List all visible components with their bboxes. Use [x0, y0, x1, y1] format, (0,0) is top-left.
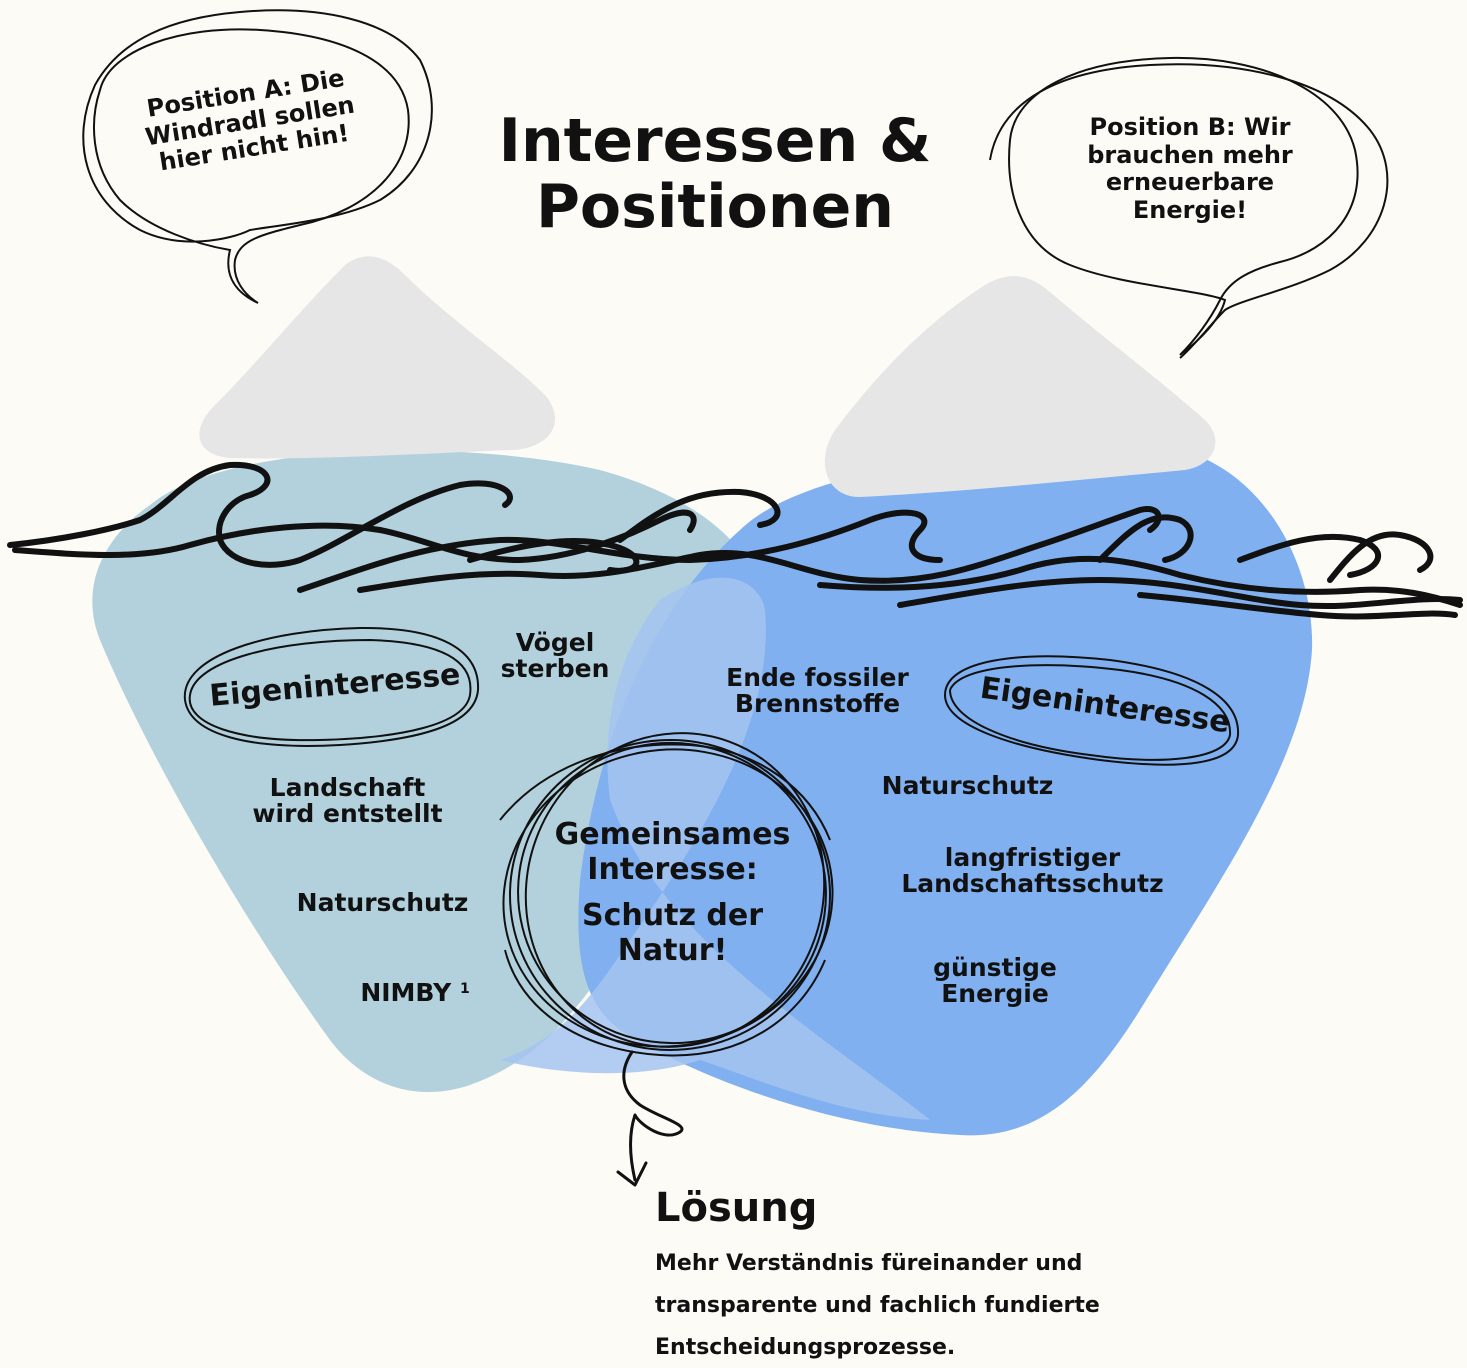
landscape-line-2: wird entstellt — [252, 799, 443, 829]
right-nature-label: Naturschutz — [881, 771, 1054, 800]
solution-heading: Lösung — [655, 1185, 818, 1231]
fossil-line-2: Brennstoffe — [734, 689, 901, 719]
longterm-line-1: langfristiger — [944, 843, 1121, 872]
birds-line-2: sterben — [500, 654, 610, 684]
waves — [7, 461, 1463, 620]
longterm-label: langfristiger Landschaftsschutz — [895, 843, 1170, 899]
common-interest-circles — [499, 732, 834, 1057]
right-ice-tip — [824, 276, 1216, 497]
position-b-line-4: Energie! — [1132, 195, 1248, 224]
common-line-1: Gemeinsames — [554, 817, 791, 852]
fossil-line-1: Ende fossiler — [726, 663, 909, 692]
eigen-oval-left — [183, 626, 480, 747]
nimby-label: NIMBY 1 — [350, 978, 480, 1007]
left-nature-label: Naturschutz — [296, 888, 469, 917]
page-title: Interessen & Positionen — [470, 108, 960, 240]
landscape-line-1: Landschaft — [269, 773, 426, 802]
position-b-text: Position B: Wir brauchen mehr erneuerbar… — [1065, 113, 1315, 224]
cheap-line-2: Energie — [941, 979, 1049, 1009]
cheap-energy-label: günstige Energie — [925, 953, 1065, 1009]
title-line-1: Interessen & — [498, 106, 932, 176]
birds-label: Vögel sterben — [490, 628, 620, 684]
fossil-label: Ende fossiler Brennstoffe — [715, 663, 920, 719]
nimby-footnote: 1 — [459, 981, 470, 997]
landscape-label: Landschaft wird entstellt — [240, 773, 455, 829]
nimby-text: NIMBY — [360, 978, 452, 1007]
birds-line-1: Vögel — [515, 628, 595, 657]
cheap-line-1: günstige — [933, 953, 1057, 982]
common-line-3: Schutz der — [582, 897, 763, 933]
left-ice-tip — [199, 256, 556, 459]
position-b-line-2: brauchen mehr — [1087, 140, 1293, 169]
common-interest-text: Gemeinsames Interesse: Schutz der Natur! — [545, 817, 800, 969]
position-b-line-3: erneuerbare — [1105, 168, 1275, 197]
longterm-line-2: Landschaftsschutz — [901, 869, 1164, 899]
overlap-area — [500, 577, 930, 1120]
bubble-b — [989, 56, 1389, 359]
common-line-2: Interesse: — [587, 852, 758, 888]
bubble-a — [82, 9, 433, 304]
solution-text: Mehr Verständnis füreinander und transpa… — [655, 1251, 1100, 1360]
position-b-line-1: Position B: Wir — [1089, 113, 1291, 141]
common-line-4: Natur! — [617, 933, 728, 969]
title-line-2: Positionen — [535, 172, 895, 242]
eigen-oval-right — [943, 655, 1240, 766]
solution-arrow — [616, 1050, 684, 1187]
